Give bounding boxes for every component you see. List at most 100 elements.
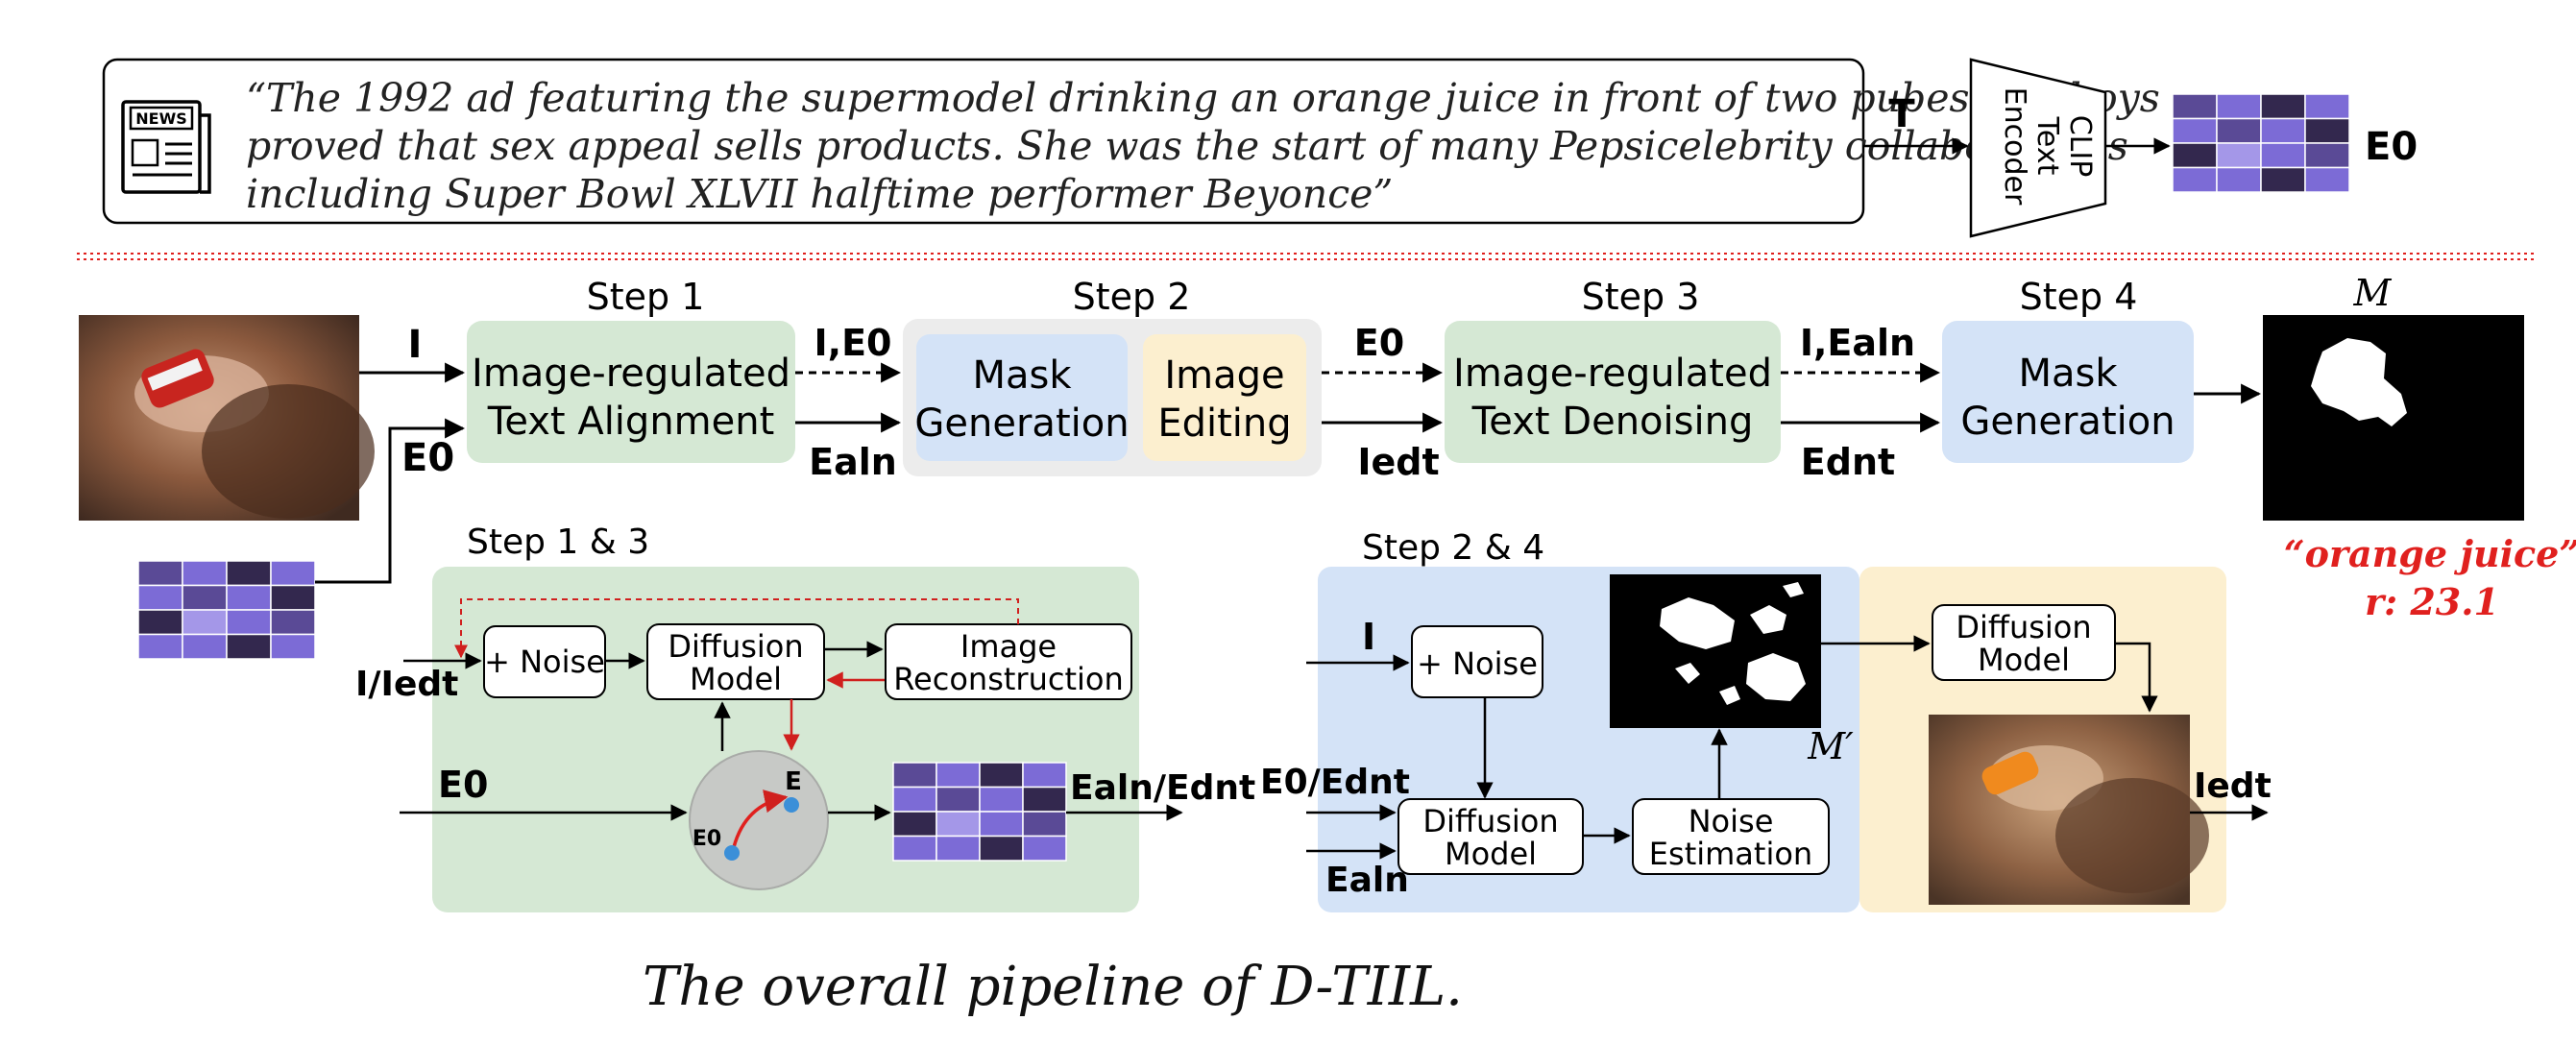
embedding-cell bbox=[979, 811, 1024, 838]
embedding-cell bbox=[1022, 835, 1067, 862]
embedding-cell bbox=[1022, 811, 1067, 838]
embedding-cell bbox=[979, 786, 1024, 813]
detail24-edited-photo bbox=[1929, 715, 2209, 905]
detail24-noise-label: + Noise bbox=[1417, 645, 1538, 682]
embedding-cell bbox=[2260, 142, 2306, 169]
embedding-cell bbox=[979, 762, 1024, 789]
quote-line-2: proved that sex appeal sells products. S… bbox=[246, 123, 2128, 169]
embedding-cell bbox=[270, 609, 316, 636]
result-score: r: 23.1 bbox=[2365, 580, 2499, 623]
step2-mask-line-2: Generation bbox=[914, 401, 1129, 446]
arrow-emb-to-step1 bbox=[315, 418, 466, 584]
step3-line-1: Image-regulated bbox=[1453, 352, 1772, 396]
detail24-noise-box bbox=[1411, 625, 1543, 698]
embedding-cell bbox=[2304, 166, 2350, 193]
step2-mask-box bbox=[916, 334, 1128, 461]
step2-edit-box bbox=[1143, 334, 1306, 461]
detail13-recon-line-1: Image bbox=[960, 628, 1057, 665]
embedding-cell bbox=[137, 584, 183, 611]
embedding-cell bbox=[182, 609, 228, 636]
encoder-line-1: CLIP bbox=[2063, 115, 2097, 178]
detail24-title: Step 2 & 4 bbox=[1362, 528, 1544, 568]
detail13-recon-line-2: Reconstruction bbox=[893, 661, 1123, 697]
embedding-cell bbox=[936, 762, 981, 789]
detail24-noiseest-box bbox=[1632, 798, 1830, 875]
embedding-cell bbox=[182, 584, 228, 611]
detail13-point-e bbox=[784, 797, 799, 813]
step2-edit-line-1: Image bbox=[1164, 353, 1284, 398]
step4-title: Step 4 bbox=[2020, 276, 2138, 318]
detail24-diffusion-line-1: Diffusion bbox=[1422, 803, 1558, 839]
label-in-E0: E0 bbox=[401, 436, 454, 480]
embedding-cell bbox=[2172, 117, 2218, 144]
detail24-noiseest-line-2: Estimation bbox=[1649, 836, 1812, 872]
detail13-input-emb: E0 bbox=[438, 764, 488, 806]
final-mask-image bbox=[2263, 315, 2524, 521]
input-photo bbox=[79, 315, 375, 521]
detail24-input-emb2: Ealn bbox=[1325, 861, 1409, 900]
embedding-cell bbox=[270, 584, 316, 611]
embedding-cell bbox=[137, 560, 183, 587]
embedding-cell bbox=[892, 786, 937, 813]
label-s2-s3-bottom: Iedt bbox=[1357, 441, 1439, 483]
detail24-diffusion2-line-2: Model bbox=[1978, 642, 2070, 678]
label-s3-s4-bottom: Ednt bbox=[1801, 441, 1895, 483]
label-s1-s2-top: I,E0 bbox=[814, 322, 892, 364]
label-s3-s4-top: I,Ealn bbox=[1800, 322, 1915, 364]
embedding-cell bbox=[2304, 93, 2350, 120]
embedding-cell bbox=[226, 584, 272, 611]
step3-box bbox=[1445, 321, 1781, 463]
detail24-input-I: I bbox=[1362, 616, 1375, 658]
embedding-label-header: E0 bbox=[2365, 125, 2418, 169]
embedding-cell bbox=[979, 835, 1024, 862]
detail13-output-grid bbox=[892, 762, 1067, 862]
step3-line-2: Text Denoising bbox=[1471, 400, 1754, 444]
detail13-point-e0 bbox=[724, 845, 740, 861]
embedding-cell bbox=[2304, 142, 2350, 169]
detail13-diffusion-line-1: Diffusion bbox=[668, 628, 803, 665]
embedding-cell bbox=[2216, 93, 2262, 120]
mask-symbol: M bbox=[2353, 272, 2393, 314]
step3-title: Step 3 bbox=[1582, 276, 1700, 318]
detail24-diffusion2-line-1: Diffusion bbox=[1956, 609, 2091, 645]
arrow-detail13-feedback bbox=[454, 598, 1019, 659]
text-token-label: T bbox=[1888, 92, 1915, 136]
embedding-cell bbox=[2172, 166, 2218, 193]
embedding-cell bbox=[137, 609, 183, 636]
step4-line-2: Generation bbox=[1960, 400, 2175, 444]
clip-text-encoder bbox=[1969, 58, 2107, 238]
detail24-diffusion-line-2: Model bbox=[1445, 836, 1537, 872]
embedding-cell bbox=[936, 835, 981, 862]
detail13-diffusion-box bbox=[646, 623, 825, 700]
detail13-title: Step 1 & 3 bbox=[467, 522, 649, 562]
embedding-cell bbox=[892, 835, 937, 862]
embedding-cell bbox=[1022, 786, 1067, 813]
embedding-cell bbox=[226, 560, 272, 587]
detail13-input-img: I/Iedt bbox=[355, 665, 458, 704]
label-s2-s3-top: E0 bbox=[1354, 322, 1404, 364]
embedding-cell bbox=[2260, 166, 2306, 193]
embedding-cell bbox=[2260, 93, 2306, 120]
step1-line-1: Image-regulated bbox=[472, 352, 790, 396]
step1-title: Step 1 bbox=[587, 276, 705, 318]
step1-line-2: Text Alignment bbox=[487, 400, 775, 444]
news-icon: NEWS bbox=[121, 100, 211, 194]
detail24-output-label: Iedt bbox=[2194, 766, 2272, 806]
detail13-circle-E: E bbox=[785, 767, 802, 796]
arrow-detail24-diffusion2-to-image bbox=[2115, 642, 2158, 713]
step2-title: Step 2 bbox=[1073, 276, 1191, 318]
embedding-cell bbox=[1022, 762, 1067, 789]
detail13-output-label: Ealn/Ednt bbox=[1070, 768, 1255, 808]
embedding-cell bbox=[2260, 117, 2306, 144]
encoder-line-2: Text bbox=[2030, 116, 2064, 176]
embedding-cell bbox=[137, 633, 183, 660]
quote-line-3: including Super Bowl XLVII halftime perf… bbox=[246, 171, 1393, 217]
label-s1-s2-bottom: Ealn bbox=[809, 441, 897, 483]
embedding-cell bbox=[936, 786, 981, 813]
detail13-diffusion-line-2: Model bbox=[690, 661, 782, 697]
embedding-cell bbox=[2172, 142, 2218, 169]
step2-mask-line-1: Mask bbox=[972, 353, 1072, 398]
step4-line-1: Mask bbox=[2018, 352, 2118, 396]
step1-box bbox=[467, 321, 795, 463]
